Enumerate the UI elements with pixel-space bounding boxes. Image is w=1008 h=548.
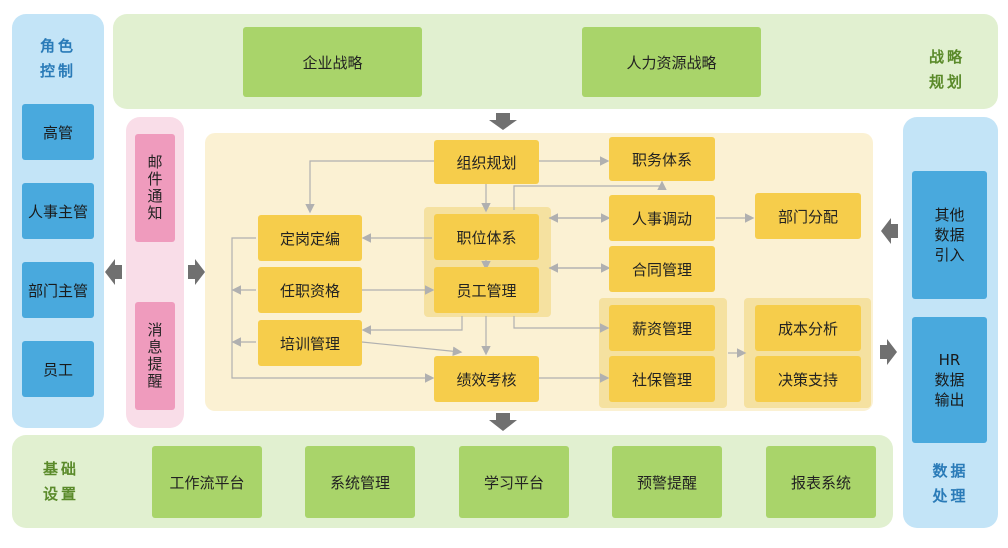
cost-analysis-box[interactable]: 成本分析 (755, 305, 861, 351)
arrow-right-core-icon (188, 259, 205, 285)
role-control-title: 角色 控制 (12, 34, 104, 84)
report-system-box[interactable]: 报表系统 (766, 446, 876, 518)
training-box[interactable]: 培训管理 (258, 320, 362, 366)
data-import-box[interactable]: 其他 数据 引入 (912, 171, 987, 299)
staff-mgmt-box[interactable]: 员工管理 (434, 267, 539, 313)
hr-data-export-box[interactable]: HR 数据 输出 (912, 317, 987, 443)
strategy-title: 战略 规划 (912, 45, 982, 95)
message-remind-label: 消息提醒 (145, 322, 164, 390)
hr-strategy-box[interactable]: 人力资源战略 (582, 27, 761, 97)
arrow-left-role-icon (105, 259, 122, 285)
mail-notify-label: 邮件通知 (145, 154, 164, 222)
arrow-down-top-icon (489, 113, 517, 130)
data-import-line1: 其他 (934, 206, 965, 224)
social-security-box[interactable]: 社保管理 (609, 356, 715, 402)
position-system-box[interactable]: 职位体系 (434, 214, 539, 260)
hr-export-line3: 输出 (934, 391, 965, 409)
salary-box[interactable]: 薪资管理 (609, 305, 715, 351)
arrow-left-import-icon (881, 218, 898, 244)
strategy-title-line2: 规划 (928, 73, 965, 91)
data-processing-title-line1: 数据 (932, 462, 969, 480)
performance-box[interactable]: 绩效考核 (434, 356, 539, 402)
message-remind-box[interactable]: 消息提醒 (135, 302, 175, 410)
dept-assign-box[interactable]: 部门分配 (755, 193, 861, 239)
role-item-employee[interactable]: 员工 (22, 341, 94, 397)
basic-settings-title: 基础 设置 (26, 457, 96, 507)
workflow-platform-box[interactable]: 工作流平台 (152, 446, 262, 518)
alert-box[interactable]: 预警提醒 (612, 446, 722, 518)
transfer-box[interactable]: 人事调动 (609, 195, 715, 241)
basic-settings-title-line1: 基础 (42, 460, 79, 478)
enterprise-strategy-box[interactable]: 企业战略 (243, 27, 422, 97)
data-processing-title: 数据 处理 (903, 459, 998, 509)
decision-box[interactable]: 决策支持 (755, 356, 861, 402)
role-control-title-line1: 角色 (39, 37, 76, 55)
data-import-line2: 数据 (934, 226, 965, 244)
hr-export-line2: 数据 (934, 371, 965, 389)
data-import-line3: 引入 (934, 246, 965, 264)
role-item-dept-manager[interactable]: 部门主管 (22, 262, 94, 318)
hr-export-line1: HR (938, 351, 961, 369)
headcount-box[interactable]: 定岗定编 (258, 215, 362, 261)
qualification-box[interactable]: 任职资格 (258, 267, 362, 313)
contract-box[interactable]: 合同管理 (609, 246, 715, 292)
data-processing-title-line2: 处理 (932, 487, 969, 505)
role-control-title-line2: 控制 (39, 62, 76, 80)
org-plan-box[interactable]: 组织规划 (434, 140, 539, 184)
duty-system-box[interactable]: 职务体系 (609, 137, 715, 181)
basic-settings-title-line2: 设置 (42, 485, 79, 503)
mail-notify-box[interactable]: 邮件通知 (135, 134, 175, 242)
role-item-hr-manager[interactable]: 人事主管 (22, 183, 94, 239)
role-item-executive[interactable]: 高管 (22, 104, 94, 160)
system-mgmt-box[interactable]: 系统管理 (305, 446, 415, 518)
strategy-title-line1: 战略 (928, 48, 965, 66)
learning-platform-box[interactable]: 学习平台 (459, 446, 569, 518)
arrow-down-bottom-icon (489, 413, 517, 431)
arrow-right-export-icon (880, 339, 897, 365)
